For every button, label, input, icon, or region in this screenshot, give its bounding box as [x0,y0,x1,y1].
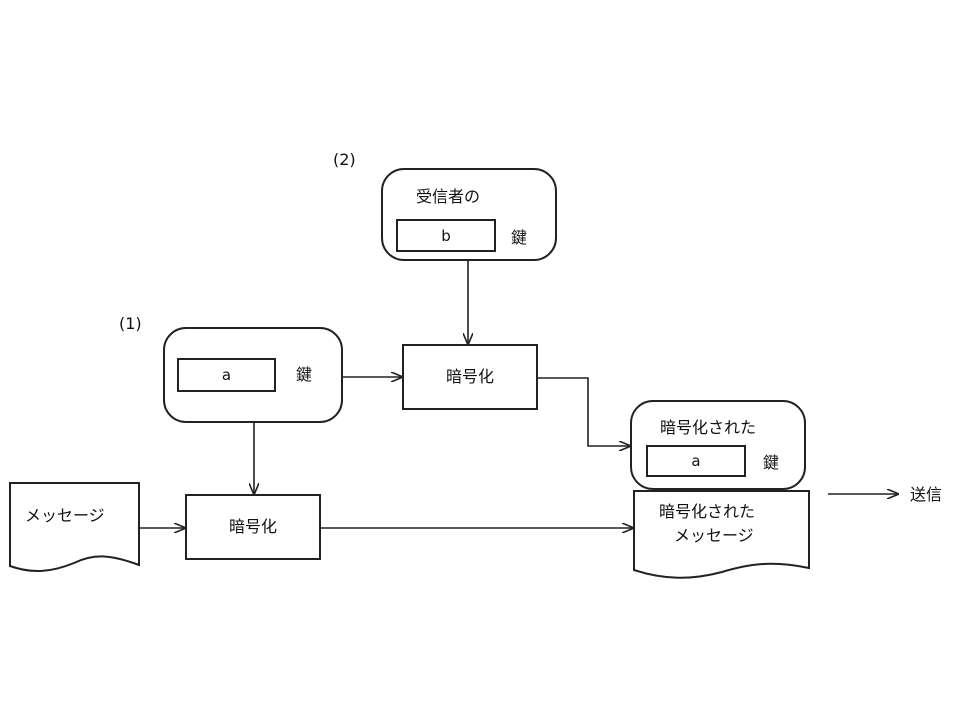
receiver-key-slot: b [396,219,496,252]
send-label: 送信 [910,485,943,504]
encrypt-bottom-label: 暗号化 [228,517,277,536]
receiver-key-title: 受信者の [416,187,481,206]
encrypted-message-line1: 暗号化された [659,502,756,521]
encrypted-message-line2: メッセージ [674,526,754,545]
encrypted-key-suffix: 鍵 [763,453,780,472]
arrow-encrypt-top-to-encrypted-key [537,377,630,446]
encrypted-message-document-shape [633,490,810,579]
encrypt-bottom-box [185,494,321,560]
step-label-2: (2) [333,150,356,169]
receiver-key-suffix: 鍵 [511,228,528,247]
key-a-suffix: 鍵 [296,365,313,384]
encrypted-key-title: 暗号化された [660,418,757,437]
encrypted-key-slot: a [646,445,746,477]
message-document-shape [9,482,140,573]
step-label-1: (1) [119,314,142,333]
encrypt-top-label: 暗号化 [445,367,494,386]
key-a-slot: a [177,358,276,392]
message-label: メッセージ [25,506,105,525]
encrypt-top-box [402,344,538,410]
